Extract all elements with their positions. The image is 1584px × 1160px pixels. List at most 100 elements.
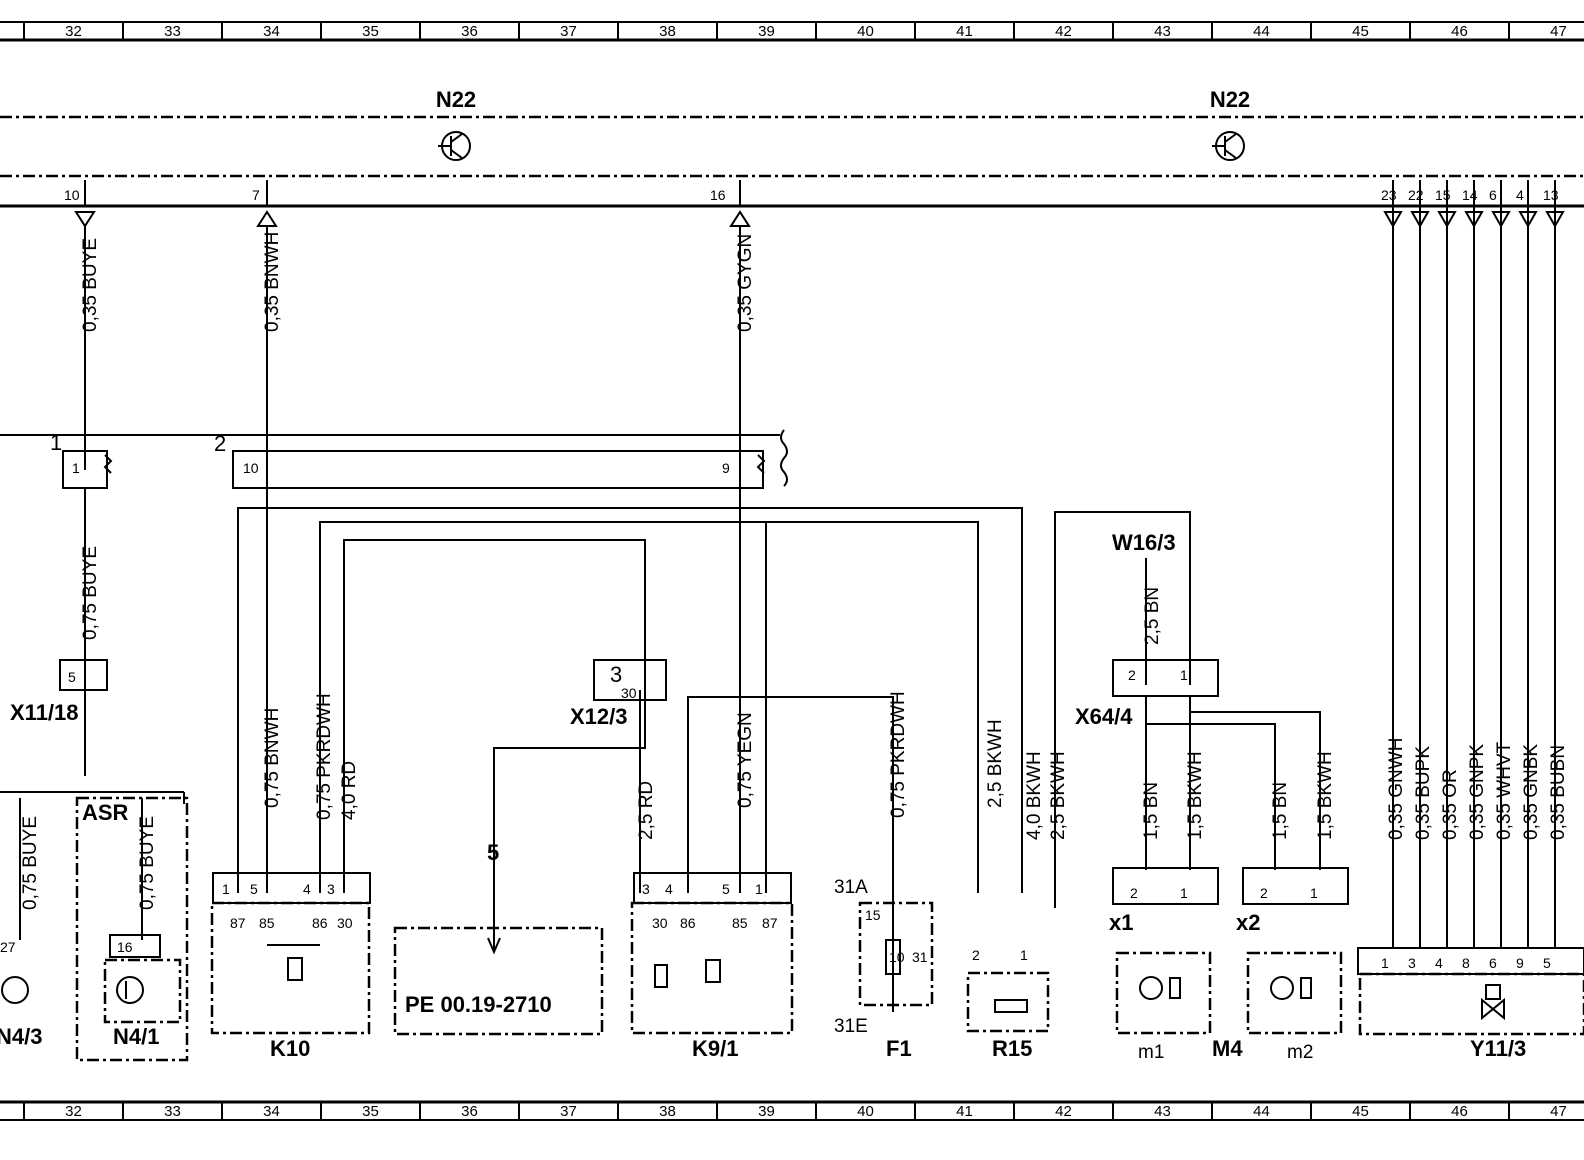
r15-label: R15 [992,1036,1032,1061]
pin-label: 5 [250,881,258,897]
pin-label: 30 [621,685,637,701]
column-number: 35 [362,1103,379,1120]
column-number: 39 [758,23,775,40]
pin-label: 5 [722,881,730,897]
pin-label: 5 [68,669,76,685]
wire-label: 0,75 PKRDWH [314,693,335,820]
x11-18-label: X11/18 [10,700,79,725]
valve-icon [1481,984,1505,1021]
break-mark [780,429,788,487]
pin-label: 30 [337,915,353,931]
wire-label: 4,0 RD [339,761,360,820]
wire-label: 0,75 BUYE [80,546,101,640]
wire-label: 0,35 GNBK [1521,744,1542,840]
reference-label: PE 00.19-2710 [405,992,552,1017]
pin-arrow-down [1410,211,1430,229]
wire-label: 4,0 BKWH [1024,751,1045,840]
wire-label: 0,75 PKRDWH [888,691,909,818]
motor-icon [1270,976,1312,1000]
wire-label: 0,75 BUYE [20,816,41,910]
transistor-icon [438,131,471,161]
pin-label: 2 [1130,885,1138,901]
pin-label: 9 [722,460,730,476]
pin-label: 22 [1408,187,1424,203]
column-number: 45 [1352,1103,1369,1120]
n22-label-right: N22 [1210,87,1250,112]
column-number: 45 [1352,23,1369,40]
f1-label: F1 [886,1036,912,1061]
pin-arrow-down [74,211,96,228]
wire-label: 2,5 BKWH [1048,751,1069,840]
column-number: 40 [857,1103,874,1120]
wire-label: 0,35 OR [1440,769,1461,840]
column-number: 47 [1550,1103,1567,1120]
n22-module-band [0,115,1584,208]
column-number: 37 [560,1103,577,1120]
column-number: 32 [65,1103,82,1120]
pin-arrow-up [256,210,278,227]
w16-3-label: W16/3 [1112,530,1176,555]
column-number: 32 [65,23,82,40]
wire-label: 0,35 BNWH [262,232,283,332]
column-number: 42 [1055,23,1072,40]
ref-arrow-number: 5 [487,840,499,865]
column-number: 36 [461,1103,478,1120]
pin-label: 15 [1435,187,1451,203]
pin-label: 6 [1489,955,1497,971]
column-number: 39 [758,1103,775,1120]
column-number: 46 [1451,1103,1468,1120]
transistor-icon [1,976,29,1004]
pin-label: 13 [1543,187,1559,203]
pin-arrow-down [1437,211,1457,229]
pin-label: 10 [243,460,259,476]
pin-label: 10 [889,949,905,965]
column-number: 38 [659,23,676,40]
n4-3-label: N4/3 [0,1024,42,1049]
wire-label: 1,5 BN [1270,782,1291,840]
pin-label: 1 [1020,947,1028,963]
wire-label: 2,5 RD [636,781,657,840]
pin-label: 2 [1260,885,1268,901]
wire-label: 0,75 BUYE [137,816,158,910]
pin-label: 3 [327,881,335,897]
pin-label: 10 [64,187,80,203]
x2-label: x2 [1236,910,1260,935]
pin-label: 3 [610,662,622,687]
pin-label: 7 [252,187,260,203]
column-number: 42 [1055,1103,1072,1120]
pin-label: 15 [865,907,881,923]
pin-label: 30 [652,915,668,931]
pin-label: 23 [1381,187,1397,203]
pin-arrow-down [1464,211,1484,229]
pin-label: 86 [680,915,696,931]
wire-label: 0,35 BUBN [1548,745,1569,840]
pin-label: 9 [1516,955,1524,971]
pin-label: 1 [1180,667,1188,683]
column-number: 33 [164,23,181,40]
asr-label: ASR [82,800,129,825]
pin-label: 27 [0,939,16,955]
m1-label: m1 [1138,1042,1164,1063]
y11-3-label: Y11/3 [1470,1036,1526,1061]
pin-label: 85 [732,915,748,931]
pin-label: 4 [1435,955,1443,971]
pin-label: 1 [1310,885,1318,901]
column-number: 41 [956,23,973,40]
x64-4-label: X64/4 [1075,704,1133,729]
column-number: 41 [956,1103,973,1120]
pin-label: 1 [755,881,763,897]
column-number: 35 [362,23,379,40]
pin-label: 16 [117,939,133,955]
pin-arrow-up [729,210,751,227]
relay-coil-icon [267,944,320,981]
wire-label: 0,75 BNWH [262,708,283,808]
pin-label: 87 [230,915,246,931]
k10-label: K10 [270,1036,310,1061]
pin-label: 87 [762,915,778,931]
wire-label: 1,5 BN [1141,782,1162,840]
pin-label: 4 [303,881,311,897]
x1-label: x1 [1109,910,1133,935]
pin-label: 2 [972,947,980,963]
break-mark [756,454,766,474]
column-number: 34 [263,23,280,40]
